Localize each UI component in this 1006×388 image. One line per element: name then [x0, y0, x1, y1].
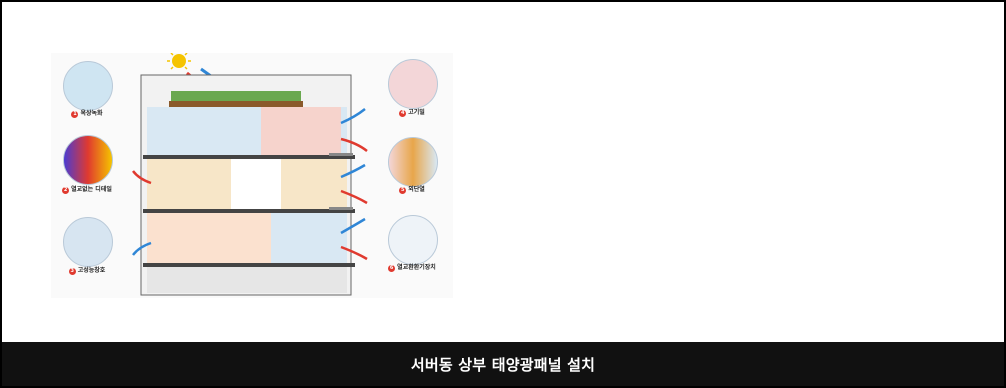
heat-recovery-ventilator-icon	[388, 215, 438, 265]
badge-2: 2	[62, 187, 70, 194]
badge-4: 4	[399, 110, 407, 117]
caption-bar: 서버동 상부 태양광패널 설치	[2, 342, 1004, 386]
label-text: 고기밀	[408, 109, 425, 116]
label-text: 고성능창호	[77, 267, 106, 274]
badge-1: 1	[71, 111, 79, 118]
rooftop-green-icon	[63, 61, 113, 111]
label-text: 외단열	[408, 186, 425, 193]
badge-5: 5	[399, 187, 407, 194]
badge-6: 6	[388, 265, 396, 272]
label-text: 열교환환기장치	[397, 264, 436, 271]
badge-3: 3	[68, 268, 76, 275]
building-section	[140, 74, 355, 296]
sun-icon	[167, 49, 191, 70]
thermal-bridge-free-icon	[63, 135, 113, 185]
high-performance-window-icon	[63, 217, 113, 267]
building-illustration	[132, 49, 368, 296]
label-text: 옥상녹화	[80, 110, 103, 117]
label-text: 열교없는 디테일	[71, 186, 112, 193]
airflow-arrows	[132, 108, 368, 261]
caption-text: 서버동 상부 태양광패널 설치	[410, 355, 596, 374]
external-insulation-icon	[388, 137, 438, 187]
airtight-icon	[388, 59, 438, 109]
